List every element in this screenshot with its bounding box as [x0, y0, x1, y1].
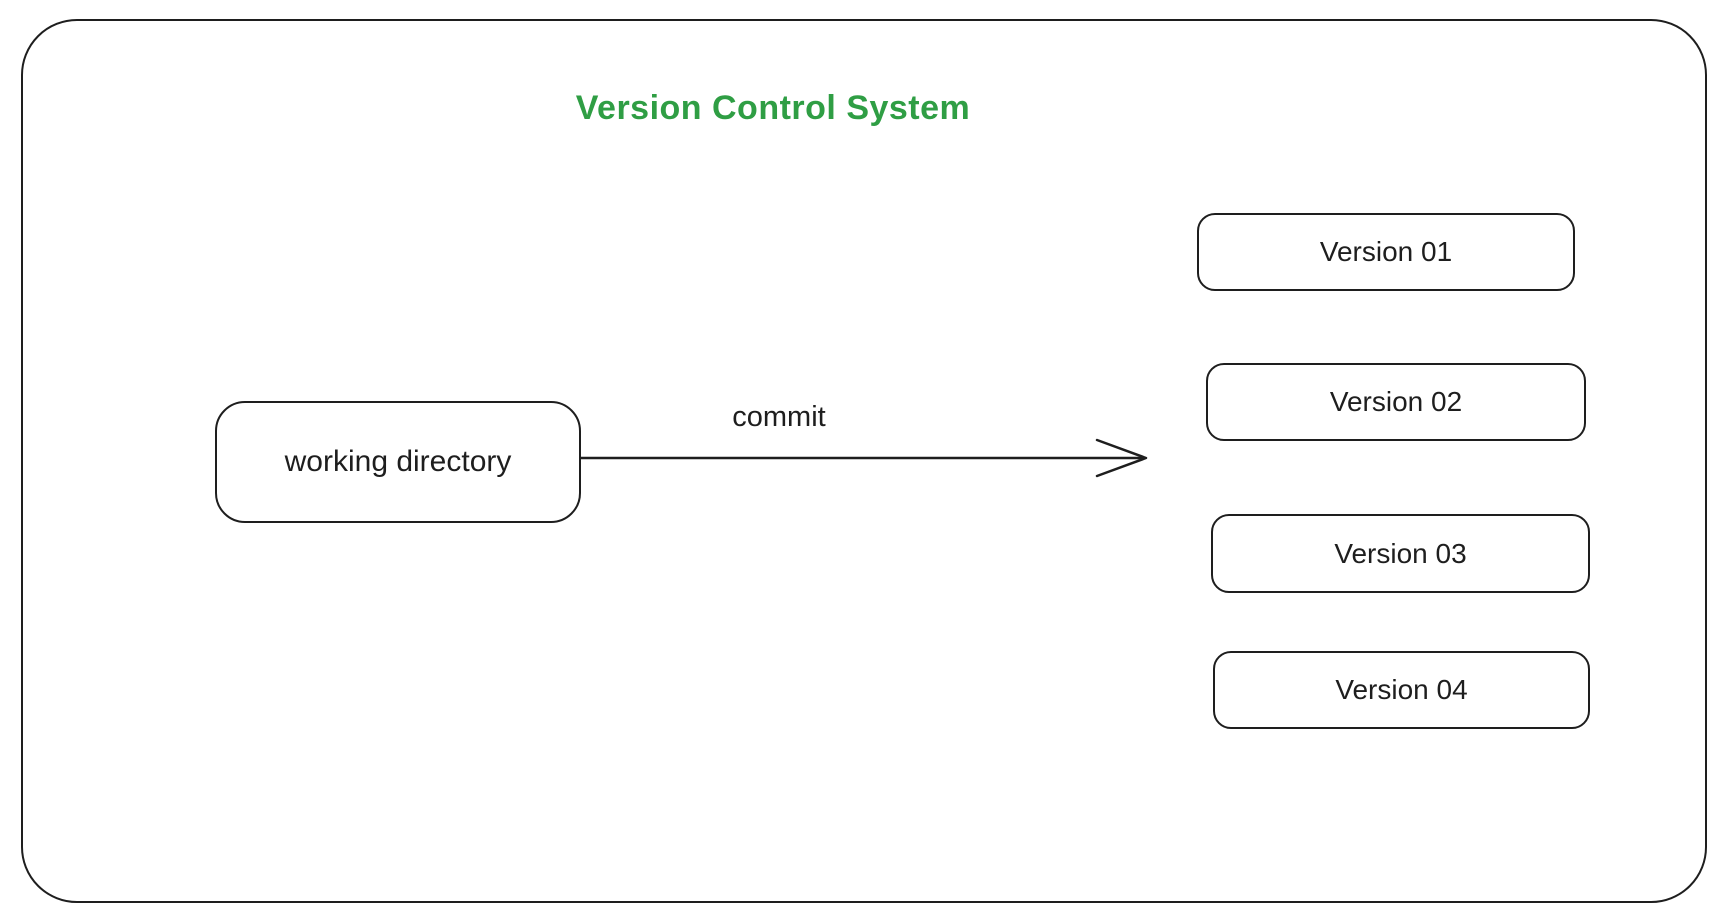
version-node: Version 04 [1213, 651, 1590, 729]
version-label: Version 02 [1329, 386, 1463, 417]
version-node: Version 01 [1197, 213, 1575, 291]
working-directory-node: working directory [215, 401, 581, 523]
working-directory-label: working directory [284, 445, 512, 478]
diagram-title: Version Control System [575, 89, 971, 127]
version-label: Version 04 [1335, 674, 1468, 705]
version-label: Version 01 [1319, 236, 1453, 267]
commit-edge-label: commit [726, 401, 832, 434]
vcs-frame: Version Control System working directory… [21, 19, 1707, 903]
commit-arrow [581, 438, 1148, 478]
version-node: Version 03 [1211, 514, 1590, 593]
version-label: Version 03 [1334, 537, 1467, 569]
commit-arrowhead [1095, 438, 1148, 478]
version-node: Version 02 [1206, 363, 1586, 441]
